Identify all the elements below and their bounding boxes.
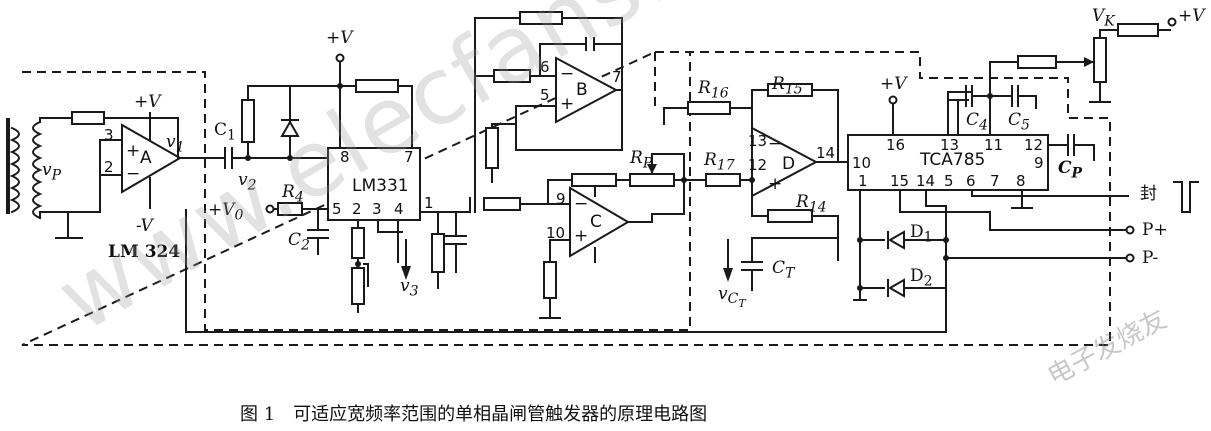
label-plus-v-tca: +V [880, 74, 907, 94]
label-c-plus: + [574, 226, 589, 246]
label-r17: R17 [704, 150, 735, 174]
label-ct: CT [772, 258, 795, 282]
label-t-8: 8 [1016, 172, 1026, 190]
label-b-6: 6 [540, 58, 550, 76]
label-d1: D1 [910, 222, 933, 246]
label-t-10: 10 [852, 154, 872, 172]
label-c1: C1 [214, 120, 236, 144]
label-t-15: 15 [890, 172, 910, 190]
label-lm331-5: 5 [332, 200, 342, 218]
label-v2: v2 [238, 170, 257, 194]
label-b-minus: − [560, 64, 575, 84]
outer-dashed-boundary [21, 51, 1111, 346]
label-d-minus: − [768, 134, 783, 154]
label-c-minus: − [574, 194, 589, 214]
label-a-pin3: 3 [104, 126, 114, 144]
label-c-9: 9 [556, 190, 566, 208]
label-t-6: 6 [966, 172, 976, 190]
label-t-1: 1 [858, 172, 868, 190]
label-r4: R4 [282, 182, 304, 206]
label-b-5: 5 [540, 86, 550, 104]
opamp-b-shape [474, 11, 623, 213]
label-v1: v1 [166, 132, 185, 156]
label-lm331-1: 1 [424, 194, 434, 212]
lm331-block [241, 53, 471, 313]
label-minus-v-a: -V [136, 216, 153, 236]
label-t-14: 14 [916, 172, 936, 190]
label-v3: v3 [400, 276, 419, 300]
label-opamp-c: C [590, 212, 602, 232]
input-transformer [6, 117, 101, 239]
label-opamp-d: D [782, 154, 796, 174]
label-b-7: 7 [612, 68, 622, 86]
label-output-p-minus: P- [1142, 248, 1159, 268]
label-lm324: LM 324 [108, 242, 181, 262]
label-t-12: 12 [1024, 136, 1044, 154]
label-a-plus: + [126, 141, 141, 161]
label-a-pin2: 2 [104, 158, 114, 176]
label-plus-v-top: +V [1178, 6, 1205, 26]
label-lm331-3: 3 [372, 200, 382, 218]
label-tca785: TCA785 [920, 150, 986, 170]
label-v0: +V0 [208, 200, 244, 224]
label-a-minus: − [126, 164, 141, 184]
label-rp: RP [630, 148, 653, 172]
label-t-5: 5 [944, 172, 954, 190]
label-d-12: 12 [748, 156, 768, 174]
label-plus-v-a: +V [134, 92, 161, 112]
label-t-13: 13 [940, 136, 960, 154]
label-r16: R16 [698, 78, 729, 102]
label-d-plus: + [768, 174, 783, 194]
label-plus-v-lm331: +V [326, 28, 353, 48]
label-opamp-b: B [576, 80, 588, 100]
figure-caption: 图 1 可适应宽频率范围的单相晶闸管触发器的原理电路图 [240, 404, 708, 425]
opamp-d-shape [663, 83, 849, 291]
label-cp: CP [1058, 158, 1083, 182]
label-vk: VK [1092, 6, 1115, 30]
tca785-block [847, 17, 1199, 333]
label-t-11: 11 [984, 136, 1004, 154]
label-t-9: 9 [1034, 154, 1044, 172]
label-output-p-plus: P+ [1142, 220, 1168, 240]
label-output-feng: 封 [1140, 184, 1157, 204]
label-r14: R14 [796, 192, 827, 216]
label-lm331-8: 8 [340, 148, 350, 166]
label-r15: R15 [772, 74, 803, 98]
label-c-10: 10 [546, 224, 566, 242]
label-t-7: 7 [990, 172, 1000, 190]
label-c4: C4 [966, 110, 988, 134]
label-lm331-2: 2 [352, 200, 362, 218]
label-d-14: 14 [816, 144, 836, 162]
label-lm331-4: 4 [394, 200, 404, 218]
label-vct: vCT [718, 284, 746, 311]
label-opamp-a: A [140, 148, 152, 168]
label-d-13: 13 [748, 132, 768, 150]
label-d2: D2 [910, 266, 933, 290]
label-c2: C2 [288, 230, 310, 254]
label-b-plus: + [560, 94, 575, 114]
label-vp: vP [42, 160, 62, 184]
label-lm331: LM331 [352, 176, 409, 196]
opamp-a-shape [39, 111, 226, 213]
opamp-c-shape [483, 153, 701, 319]
label-c5: C5 [1008, 110, 1030, 134]
label-t-16: 16 [886, 136, 906, 154]
label-lm331-7: 7 [404, 148, 414, 166]
